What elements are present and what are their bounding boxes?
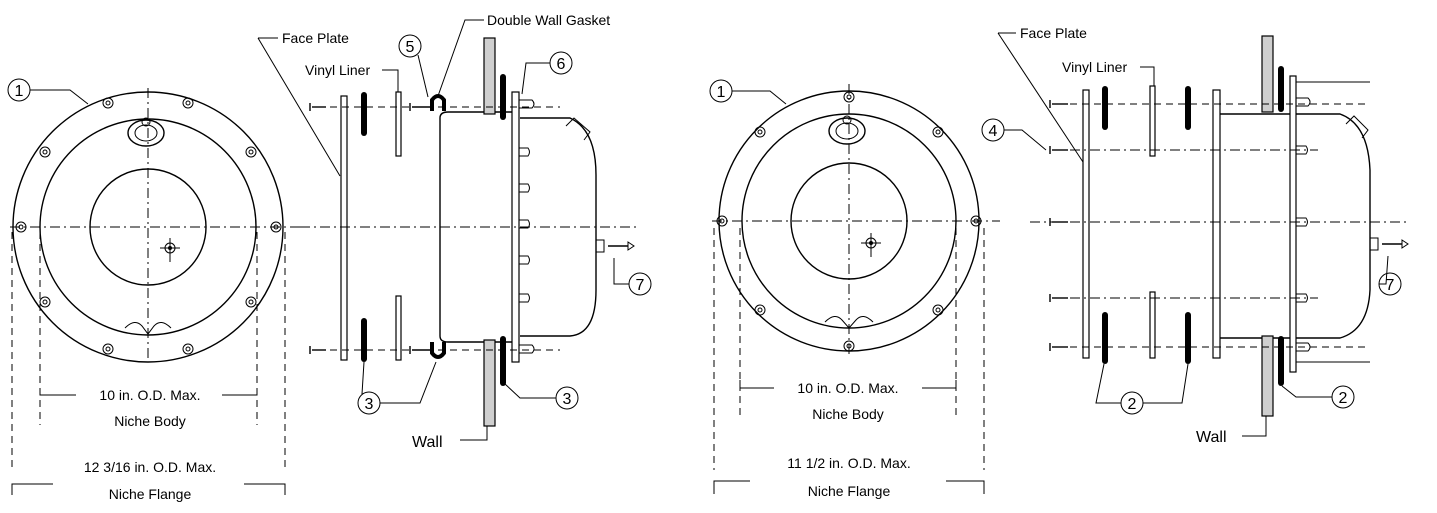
cord-fitting [828,117,866,145]
label-face-plate: Face Plate [282,30,349,46]
wall-bottom [1261,335,1274,417]
niche-flange [1212,89,1221,359]
flange-gasket-bottom [500,336,506,386]
svg-text:6: 6 [557,56,566,73]
gasket-top-2 [1185,86,1191,130]
double-wall-gasket-bottom [430,342,446,359]
gasket-bottom [361,318,367,362]
flange-gasket-bottom [1278,336,1284,386]
cord-fitting [127,119,165,147]
gasket-bottom-1 [1102,312,1108,364]
rear-plug [595,239,605,253]
left-front-view: 10 in. O.D. Max. Niche Body 12 3/16 in. … [7,78,300,502]
rear-plug [1369,237,1379,251]
cord-connector [1345,115,1369,139]
vinyl-liner-bottom [395,295,402,361]
screw-bottom-left [309,346,326,354]
dim-flange-value: 11 1/2 in. O.D. Max. [787,455,910,471]
dim-flange-label: Niche Flange [109,486,192,502]
label-double-wall-gasket: Double Wall Gasket [487,12,610,28]
svg-text:2: 2 [1339,390,1348,407]
svg-text:4: 4 [989,123,998,140]
left-side-view: Face Plate Vinyl Liner Double Wall Gaske… [257,12,652,451]
callout-5 [398,34,422,58]
lens-circle [89,168,207,286]
svg-text:3: 3 [563,391,572,408]
gasket-top-1 [1102,86,1108,130]
wall-top [1261,35,1274,113]
gasket-bottom-2 [1185,312,1191,364]
vinyl-liner-top [395,91,402,157]
svg-text:7: 7 [1386,277,1395,294]
label-vinyl-liner: Vinyl Liner [305,62,370,78]
outer-flange [1289,75,1297,373]
label-wall: Wall [1196,429,1227,446]
double-wall-gasket-top [430,94,446,111]
dim-body-label: Niche Body [114,413,186,429]
label-vinyl-liner: Vinyl Liner [1062,59,1127,75]
flange-screw-holes [15,97,282,355]
right-assembly: 10 in. O.D. Max. Niche Body 11 1/2 in. O… [709,25,1410,499]
gasket-top [361,92,367,136]
dim-flange-label: Niche Flange [808,483,891,499]
lens-circle [790,162,908,280]
label-face-plate: Face Plate [1020,25,1087,41]
niche-body-dome [520,117,597,337]
screw-top-left [309,103,326,111]
wall-top [483,37,496,115]
right-front-view: 10 in. O.D. Max. Niche Body 11 1/2 in. O… [709,79,1000,499]
svg-text:3: 3 [365,396,374,413]
svg-text:2: 2 [1128,396,1137,413]
face-plate [1082,89,1090,359]
dim-body-value: 10 in. O.D. Max. [99,387,200,403]
left-assembly: 10 in. O.D. Max. Niche Body 12 3/16 in. … [7,12,652,502]
face-plate [340,95,348,361]
dim-flange-value: 12 3/16 in. O.D. Max. [84,459,216,475]
niche-body-dome [1220,113,1371,339]
svg-text:1: 1 [15,83,24,100]
dim-body-value: 10 in. O.D. Max. [797,380,898,396]
right-side-view: Face Plate Vinyl Liner Wall 4 7 2 2 [981,25,1410,446]
vinyl-liner-top [1149,85,1156,157]
niche-body-front [439,111,512,343]
label-wall: Wall [412,434,443,451]
svg-text:7: 7 [636,277,645,294]
flange-gasket-top [1278,66,1284,112]
cord-connector [565,117,591,141]
niche-clips [1296,97,1311,352]
dim-body-label: Niche Body [812,406,884,422]
flange-gasket-top [500,74,506,120]
wall-bottom [483,339,496,427]
svg-text:1: 1 [717,84,726,101]
face-plate-screws [1049,100,1068,351]
svg-text:5: 5 [406,39,415,56]
niche-clips [519,99,535,354]
vinyl-liner-bottom [1149,291,1156,359]
